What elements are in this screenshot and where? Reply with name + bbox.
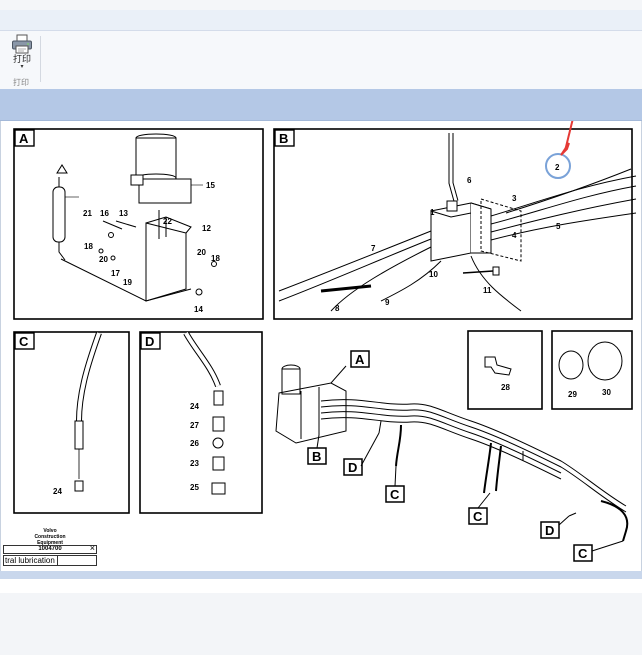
brand-line-2: Equipment: [37, 540, 63, 546]
document-viewer[interactable]: A: [0, 121, 642, 571]
panel-c-letter: C: [19, 334, 29, 349]
highlight-circle: [545, 153, 571, 179]
callout-d-27: 27: [190, 421, 199, 430]
overview-letter-c1: C: [390, 487, 400, 502]
callout-b-2: 2: [555, 163, 560, 172]
callout-a-20b: 20: [99, 255, 108, 264]
caption-table: × tral lubrication: [3, 543, 97, 567]
callout-b-5: 5: [556, 222, 561, 231]
printer-icon: [12, 34, 32, 54]
callout-a-18: 18: [84, 242, 93, 251]
parts-diagram: A: [13, 121, 637, 562]
overview-letter-b: B: [312, 449, 321, 464]
callout-b-4: 4: [512, 231, 517, 240]
close-icon[interactable]: ×: [89, 543, 95, 553]
ribbon-separator: [40, 36, 41, 82]
callout-d-24: 24: [190, 402, 199, 411]
callout-a-12: 12: [202, 224, 211, 233]
callout-b-9: 9: [385, 298, 390, 307]
callout-a-20: 20: [197, 248, 206, 257]
document-header-bar: [0, 89, 642, 121]
panel-d: D 24 27 26 23 25: [139, 331, 263, 514]
callout-a-21: 21: [83, 209, 92, 218]
callout-30: 30: [602, 388, 611, 397]
chevron-down-icon: ▾: [20, 64, 24, 70]
callout-a-18b: 18: [211, 254, 220, 263]
callout-b-6: 6: [467, 176, 472, 185]
callout-b-11: 11: [483, 286, 492, 295]
panel-a: A: [13, 128, 264, 320]
callout-28: 28: [501, 383, 510, 392]
callout-b-8: 8: [335, 304, 340, 313]
overview-letter-c2: C: [473, 509, 483, 524]
callout-d-25: 25: [190, 483, 199, 492]
panel-b-letter: B: [279, 131, 288, 146]
ribbon-toolbar: [0, 31, 642, 90]
panel-c: C 24: [13, 331, 130, 514]
drawing-number: 1004700: [38, 546, 62, 552]
brand-block: Volvo Construction Equipment 1004700: [28, 528, 72, 552]
callout-b-3: 3: [512, 194, 517, 203]
panel-28: 28: [467, 330, 543, 410]
red-arrow: [564, 121, 574, 152]
panel-d-letter: D: [145, 334, 154, 349]
overview-drawing: A B D C C D C: [275, 350, 629, 562]
callout-a-17: 17: [111, 269, 120, 278]
brand-line-1: Volvo Construction: [34, 528, 66, 540]
overview-letter-a: A: [355, 352, 365, 367]
print-group-label: 打印: [13, 78, 29, 87]
callout-a-22: 22: [163, 217, 172, 226]
caption-row: tral lubrication: [3, 555, 97, 566]
callout-d-26: 26: [190, 439, 199, 448]
callout-b-1: 1: [430, 208, 435, 217]
footer-strip: [0, 579, 642, 594]
callout-c-24: 24: [53, 487, 62, 496]
print-button[interactable]: 打印 ▾: [8, 34, 36, 86]
callout-a-15: 15: [206, 181, 215, 190]
callout-a-13: 13: [119, 209, 128, 218]
callout-d-23: 23: [190, 459, 199, 468]
callout-a-14: 14: [194, 305, 203, 314]
panel-b: B: [273, 121, 637, 320]
caption-header-row: ×: [3, 543, 97, 554]
callout-29: 29: [568, 390, 577, 399]
print-button-label: 打印: [12, 54, 31, 64]
bottom-bar: [0, 571, 642, 579]
callout-b-7: 7: [371, 244, 376, 253]
callout-a-19: 19: [123, 278, 132, 287]
panel-a-letter: A: [19, 131, 29, 146]
callout-b-10: 10: [429, 270, 438, 279]
footer-area: [0, 593, 642, 655]
tab-strip: [0, 10, 642, 31]
callout-a-16: 16: [100, 209, 109, 218]
overview-letter-c3: C: [578, 546, 588, 561]
panel-29-30: 29 30: [551, 330, 633, 410]
overview-letter-d1: D: [348, 460, 357, 475]
overview-letter-d2: D: [545, 523, 554, 538]
caption-cell-text: tral lubrication: [4, 556, 58, 565]
